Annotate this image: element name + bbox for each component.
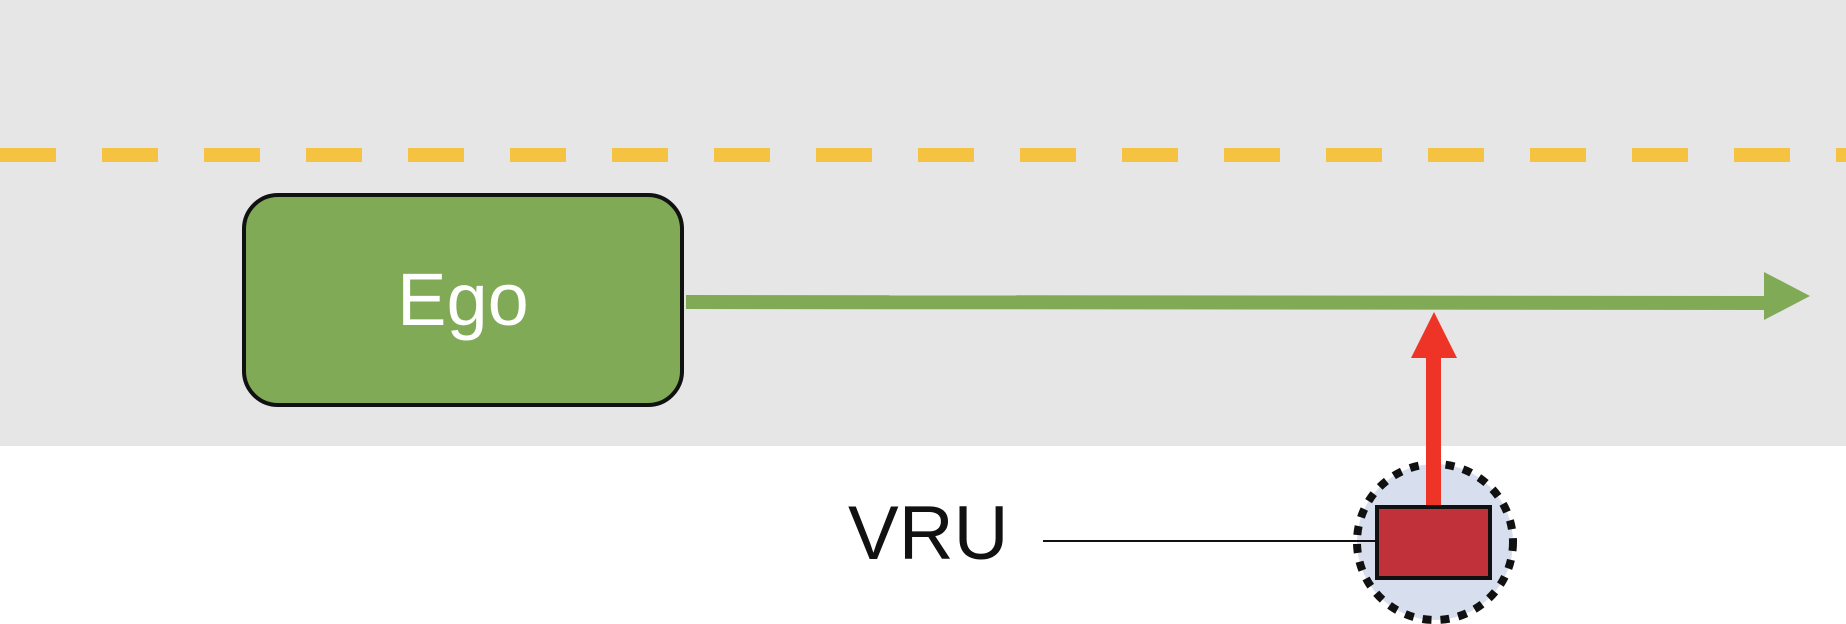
ego-label: Ego — [397, 258, 529, 341]
ego-path-line — [686, 295, 1766, 310]
arrow-right-icon — [1764, 272, 1810, 320]
ego-vehicle: Ego — [242, 193, 684, 407]
vru-label: VRU — [848, 491, 1009, 576]
vru-box — [1375, 505, 1492, 580]
arrow-up-icon — [1411, 312, 1457, 358]
vru-motion-line — [1426, 354, 1441, 510]
